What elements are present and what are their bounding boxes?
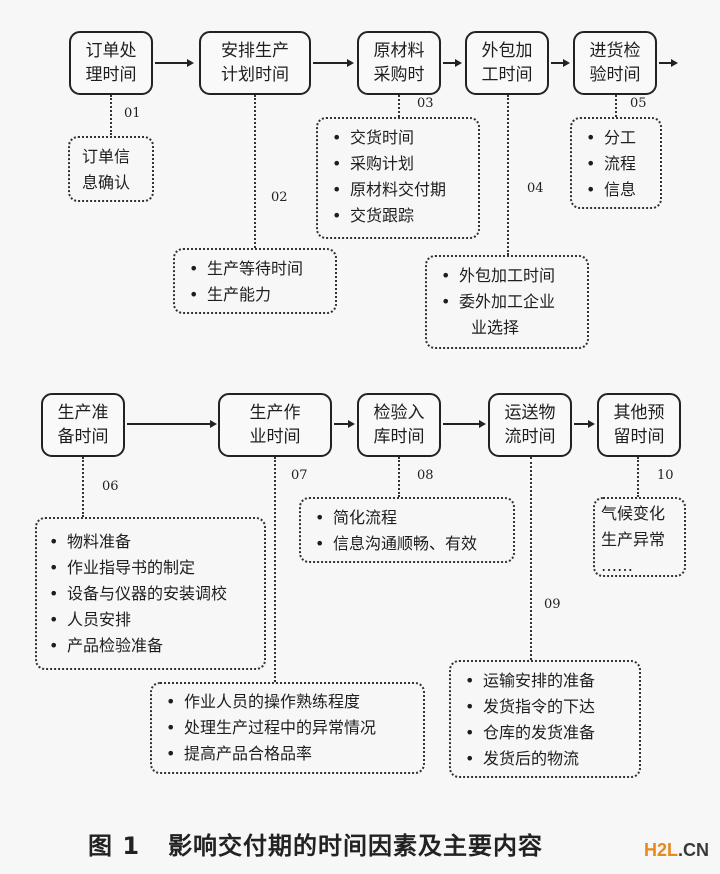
connector-04 [507,95,509,255]
connector-02 [254,95,256,248]
watermark-logo: H2L.CN [644,840,709,861]
note-item: 气候变化 [601,504,666,523]
note-item: 物料准备 [47,529,264,555]
connector-08 [398,457,400,497]
note-item: 信息沟通顺畅、有效 [313,531,513,557]
note-item: 发货后的物流 [463,746,639,772]
figure-title: 影响交付期的时间因素及主要内容 [168,832,544,860]
note-01: 订单信 息确认 [68,136,154,202]
node-incoming-inspection-time: 进货检 验时间 [573,31,657,95]
note-item: 作业人员的操作熟练程度 [164,689,423,715]
step-number-03: 03 [417,96,434,111]
node-outsourcing-time: 外包加 工时间 [465,31,549,95]
connector-07 [274,457,276,682]
note-09: 运输安排的准备 发货指令的下达 仓库的发货准备 发货后的物流 [449,660,641,778]
note-item: 设备与仪器的安装调校 [47,581,264,607]
note-item: 采购计划 [330,151,478,177]
step-number-05: 05 [630,96,647,111]
node-transport-logistics-time: 运送物 流时间 [488,393,572,457]
note-item: 信息 [584,177,660,203]
connector-05 [615,95,617,117]
note-item: 外包加工时间 [439,263,587,289]
note-item: 流程 [584,151,660,177]
step-number-07: 07 [291,468,308,483]
step-number-08: 08 [417,468,434,483]
note-item: …… [601,556,633,575]
watermark-part1: H2L [644,840,679,860]
node-raw-material-purchase-time: 原材料 采购时 [357,31,441,95]
node-inspection-warehousing-time: 检验入 库时间 [357,393,441,457]
note-item: 处理生产过程中的异常情况 [164,715,423,741]
note-05: 分工 流程 信息 [570,117,662,209]
note-item: 生产异常 [601,530,666,549]
step-number-09: 09 [544,597,561,612]
watermark-part2: .CN [678,840,710,860]
node-order-processing-time: 订单处 理时间 [69,31,153,95]
note-03: 交货时间 采购计划 原材料交付期 交货跟踪 [316,117,480,239]
step-number-10: 10 [657,468,674,483]
note-04: 外包加工时间 委外加工企业 业选择 [data-name="note-04"] … [425,255,589,349]
note-item: 业选择 [471,318,520,337]
note-item: 息确认 [82,173,131,192]
connector-06 [82,457,84,517]
note-item: 订单信 [82,147,131,166]
note-item: 委外加工企业 [439,289,587,315]
note-item: 分工 [584,125,660,151]
step-number-02: 02 [271,190,288,205]
note-item: 交货时间 [330,125,478,151]
node-production-planning-time: 安排生产 计划时间 [199,31,311,95]
note-item: 生产能力 [187,282,335,308]
step-number-06: 06 [102,479,119,494]
note-item: 生产等待时间 [187,256,335,282]
note-02: 生产等待时间 生产能力 [173,248,337,314]
note-item: 简化流程 [313,505,513,531]
note-item: 仓库的发货准备 [463,720,639,746]
note-item: 人员安排 [47,607,264,633]
step-number-01: 01 [124,106,141,121]
note-07: 作业人员的操作熟练程度 处理生产过程中的异常情况 提高产品合格品率 [150,682,425,774]
connector-03 [398,95,400,117]
note-item: 发货指令的下达 [463,694,639,720]
note-06: 物料准备 作业指导书的制定 设备与仪器的安装调校 人员安排 产品检验准备 [35,517,266,670]
figure-number: 图 1 [88,832,141,860]
note-item: 原材料交付期 [330,177,478,203]
note-item: 作业指导书的制定 [47,555,264,581]
node-production-preparation-time: 生产准 备时间 [41,393,125,457]
note-item: 提高产品合格品率 [164,741,423,767]
note-item: 交货跟踪 [330,203,478,229]
note-08: 简化流程 信息沟通顺畅、有效 [299,497,515,563]
step-number-04: 04 [527,181,544,196]
connector-10 [637,457,639,497]
note-10: 气候变化 生产异常 …… [593,497,686,577]
note-item: 运输安排的准备 [463,668,639,694]
node-production-operation-time: 生产作 业时间 [218,393,332,457]
note-item: 产品检验准备 [47,633,264,659]
connector-01 [110,95,112,135]
connector-09 [530,457,532,660]
node-other-reserved-time: 其他预 留时间 [597,393,681,457]
figure-caption: 图 1 影响交付期的时间因素及主要内容 [88,826,543,861]
